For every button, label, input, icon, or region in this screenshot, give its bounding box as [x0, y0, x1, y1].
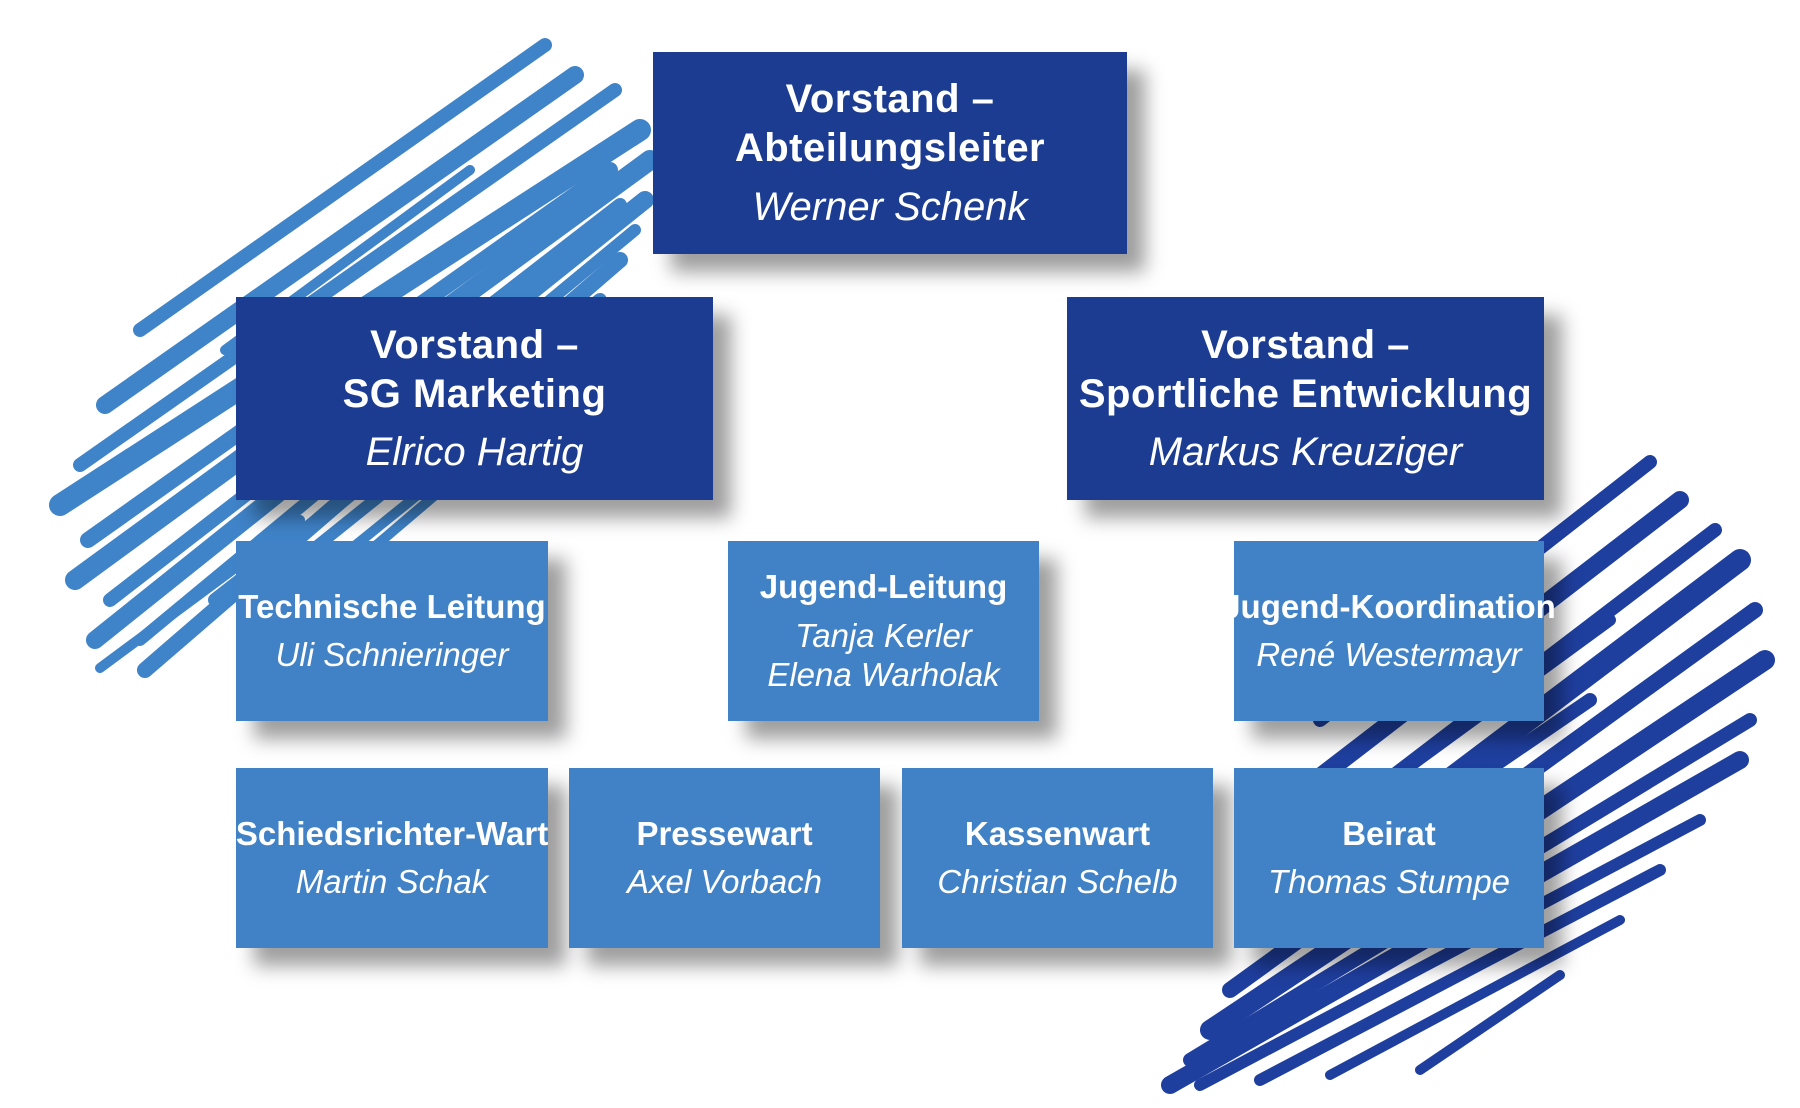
box-jugend-koordination: Jugend-Koordination René Westermayr: [1222, 541, 1556, 721]
role-title-line-1: Vorstand –: [1201, 322, 1410, 367]
scribble-stroke: [73, 83, 622, 472]
role-title-line-2: Sportliche Entwicklung: [1078, 371, 1533, 416]
person-name: Thomas Stumpe: [1267, 863, 1511, 901]
person-name: Axel Vorbach: [626, 863, 823, 901]
box-beirat: Beirat Thomas Stumpe: [1234, 768, 1544, 948]
scribble-stroke: [1555, 585, 1705, 705]
scribble-stroke: [1415, 970, 1565, 1075]
person-name-2: Elena Warholak: [767, 656, 1000, 694]
box-pressewart: Pressewart Axel Vorbach: [569, 768, 880, 948]
role-title: Jugend-Koordination: [1222, 588, 1556, 626]
person-name: Martin Schak: [295, 863, 489, 901]
person-name: Elrico Hartig: [365, 430, 584, 475]
role-title: Pressewart: [636, 815, 813, 853]
box-kassenwart: Kassenwart Christian Schelb: [902, 768, 1213, 948]
box-technische-leitung: Technische Leitung Uli Schnieringer: [236, 541, 548, 721]
person-name: Werner Schenk: [752, 184, 1028, 229]
role-title: Technische Leitung: [238, 588, 546, 626]
role-title: Jugend-Leitung: [759, 568, 1008, 606]
box-vorstand-abteilungsleiter: Vorstand – Abteilungsleiter Werner Schen…: [653, 52, 1127, 254]
person-name: René Westermayr: [1256, 636, 1522, 674]
box-jugend-leitung: Jugend-Leitung Tanja Kerler Elena Warhol…: [728, 541, 1039, 721]
box-vorstand-sg-marketing: Vorstand – SG Marketing Elrico Hartig: [236, 297, 713, 500]
box-vorstand-sportliche-entwicklung: Vorstand – Sportliche Entwicklung Markus…: [1067, 297, 1544, 500]
role-title: Schiedsrichter-Wart: [235, 815, 549, 853]
role-title: Kassenwart: [964, 815, 1151, 853]
person-name-1: Tanja Kerler: [795, 616, 972, 654]
scribble-stroke: [1325, 915, 1625, 1080]
role-title-line-1: Vorstand –: [785, 77, 995, 122]
role-title-line-2: SG Marketing: [342, 371, 607, 416]
scribble-stroke: [133, 38, 552, 337]
person-name: Markus Kreuziger: [1148, 430, 1463, 475]
role-title-line-2: Abteilungsleiter: [734, 126, 1046, 170]
role-title-line-1: Vorstand –: [370, 322, 579, 367]
person-name: Uli Schnieringer: [275, 636, 509, 674]
scribble-stroke: [1194, 814, 1706, 1091]
box-schiedsrichter-wart: Schiedsrichter-Wart Martin Schak: [236, 768, 548, 948]
scribble-stroke: [1254, 864, 1666, 1086]
person-name: Christian Schelb: [937, 863, 1178, 901]
scribble-stroke: [204, 104, 526, 336]
role-title: Beirat: [1342, 815, 1436, 853]
